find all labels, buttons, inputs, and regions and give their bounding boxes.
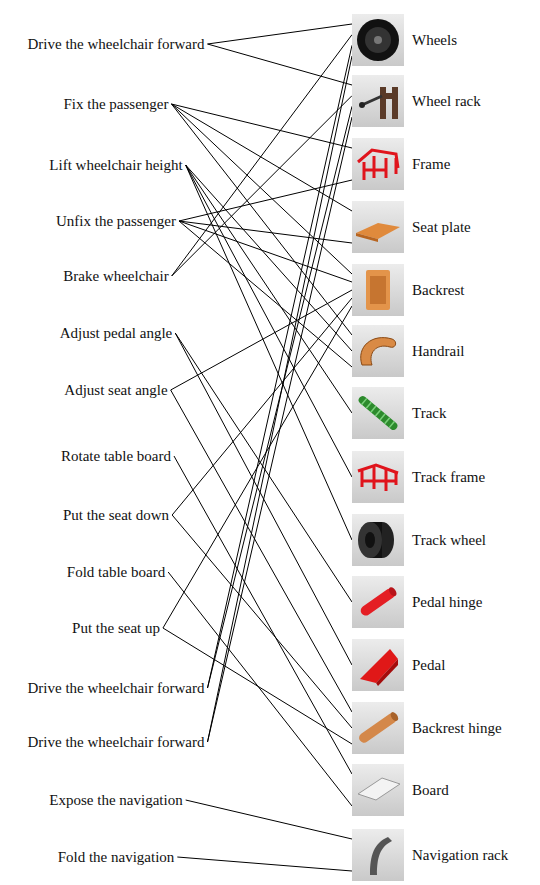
function-text: Drive the wheelchair forward	[28, 733, 205, 751]
mapping-line	[208, 56, 353, 742]
function-text: Lift wheelchair height	[49, 156, 182, 174]
mapping-line	[171, 390, 352, 712]
component-icon	[352, 829, 404, 881]
function-text: Put the seat down	[63, 506, 169, 524]
function-text: Rotate table board	[61, 447, 171, 465]
component-item: Navigation rack	[352, 829, 537, 881]
component-icon	[352, 639, 404, 691]
function-text: Drive the wheelchair forward	[28, 35, 205, 53]
component-icon	[352, 264, 404, 316]
component-name: Wheels	[412, 14, 457, 66]
component-name: Track	[412, 387, 446, 439]
component-item: Track frame	[352, 451, 537, 503]
component-name: Board	[412, 764, 449, 816]
component-name: Frame	[412, 138, 450, 190]
mapping-line	[186, 800, 352, 839]
function-label: Expose the navigation	[49, 791, 182, 809]
component-icon	[352, 325, 404, 377]
component-item: Track	[352, 387, 537, 439]
function-label: Unfix the passenger	[56, 212, 176, 230]
function-label: Put the seat up	[72, 619, 160, 637]
function-label: Fix the passenger	[64, 95, 169, 113]
component-item: Pedal	[352, 639, 537, 691]
function-label: Fold table board	[67, 563, 165, 581]
component-icon	[352, 14, 404, 66]
component-icon	[352, 201, 404, 253]
component-name: Pedal hinge	[412, 576, 482, 628]
component-item: Backrest hinge	[352, 702, 537, 754]
mapping-line	[172, 515, 352, 728]
function-label: Rotate table board	[61, 447, 171, 465]
mapping-line	[172, 35, 352, 276]
mapping-line	[171, 104, 352, 148]
component-item: Track wheel	[352, 514, 537, 566]
function-label: Adjust pedal angle	[60, 324, 172, 342]
component-name: Wheel rack	[412, 75, 481, 127]
component-icon	[352, 764, 404, 816]
function-label: Drive the wheelchair forward	[28, 733, 205, 751]
component-name: Pedal	[412, 639, 445, 691]
component-name: Track frame	[412, 451, 485, 503]
component-item: Wheel rack	[352, 75, 537, 127]
function-text: Expose the navigation	[49, 791, 182, 809]
function-label: Adjust seat angle	[64, 381, 167, 399]
function-text: Brake wheelchair	[63, 267, 168, 285]
mapping-line	[171, 104, 352, 335]
component-item: Board	[352, 764, 537, 816]
component-icon	[352, 75, 404, 127]
component-icon	[352, 514, 404, 566]
function-text: Fold table board	[67, 563, 165, 581]
component-item: Handrail	[352, 325, 537, 377]
function-label: Brake wheelchair	[63, 267, 168, 285]
component-name: Navigation rack	[412, 829, 508, 881]
component-item: Frame	[352, 138, 537, 190]
component-icon	[352, 451, 404, 503]
function-text: Fold the navigation	[58, 848, 175, 866]
mapping-line	[186, 165, 352, 477]
function-text: Unfix the passenger	[56, 212, 176, 230]
component-name: Backrest hinge	[412, 702, 502, 754]
function-text: Adjust pedal angle	[60, 324, 172, 342]
component-item: Seat plate	[352, 201, 537, 253]
mapping-line	[186, 165, 352, 413]
function-text: Fix the passenger	[64, 95, 169, 113]
function-text: Put the seat up	[72, 619, 160, 637]
function-text: Adjust seat angle	[64, 381, 167, 399]
component-name: Track wheel	[412, 514, 486, 566]
component-icon	[352, 576, 404, 628]
mapping-line	[208, 24, 353, 44]
mapping-line	[208, 117, 353, 742]
mapping-line	[186, 165, 352, 351]
function-text: Drive the wheelchair forward	[28, 679, 205, 697]
mapping-line	[177, 857, 352, 871]
component-item: Backrest	[352, 264, 537, 316]
mapping-line	[171, 290, 352, 390]
mapping-line	[179, 180, 352, 221]
mapping-line	[186, 165, 352, 540]
mapping-line	[208, 45, 353, 688]
component-item: Pedal hinge	[352, 576, 537, 628]
component-icon	[352, 138, 404, 190]
component-item: Wheels	[352, 14, 537, 66]
component-name: Handrail	[412, 325, 464, 377]
function-label: Drive the wheelchair forward	[28, 35, 205, 53]
function-label: Fold the navigation	[58, 848, 175, 866]
component-icon	[352, 387, 404, 439]
function-label: Lift wheelchair height	[49, 156, 182, 174]
component-icon	[352, 702, 404, 754]
component-name: Seat plate	[412, 201, 471, 253]
function-label: Drive the wheelchair forward	[28, 679, 205, 697]
function-label: Put the seat down	[63, 506, 169, 524]
component-name: Backrest	[412, 264, 464, 316]
